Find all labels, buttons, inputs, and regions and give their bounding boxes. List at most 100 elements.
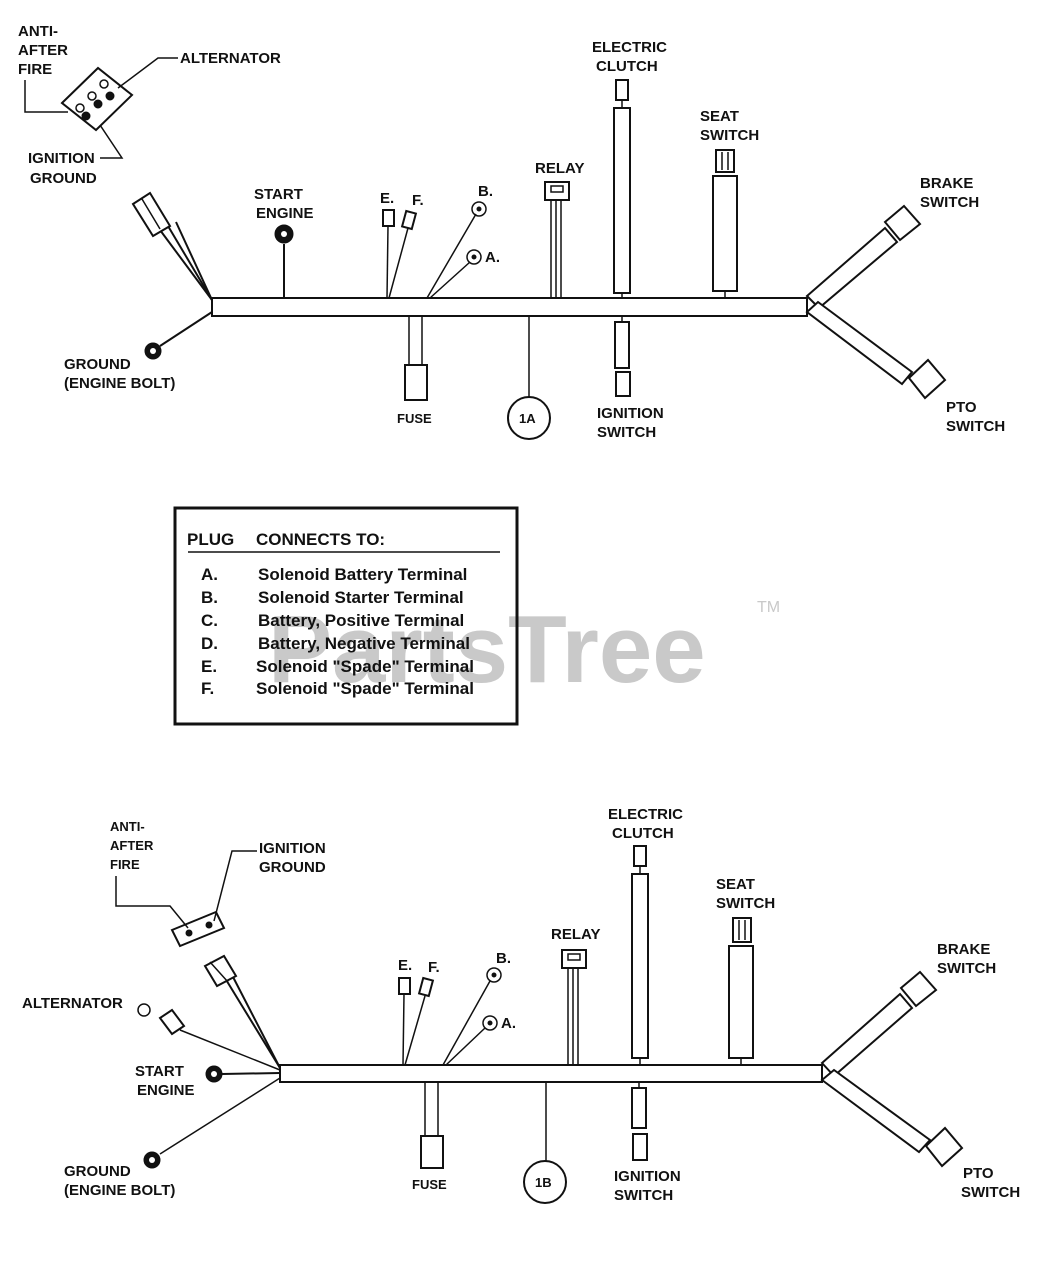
ring-terminals-ab-1b (442, 967, 502, 1066)
label-1a-alternator: ALTERNATOR (180, 50, 281, 67)
table-row-connects: Battery, Positive Terminal (258, 611, 464, 630)
label-1b-clutch: CLUTCH (612, 825, 674, 842)
table-row-connects: Battery, Negative Terminal (258, 634, 470, 653)
label-1b-ground-1: GROUND (64, 1163, 131, 1180)
table-row-plug: B. (201, 588, 218, 607)
relay-connector-1b (561, 949, 587, 1065)
table-row-connects: Solenoid Battery Terminal (258, 565, 467, 584)
label-1b-after: AFTER (110, 838, 154, 853)
label-1a-pto-switch: SWITCH (946, 418, 1005, 435)
brake-switch-connector-1a (805, 204, 922, 310)
table-row-connects: Solenoid Starter Terminal (258, 588, 464, 607)
callout-1b (523, 1082, 567, 1204)
table-row-connects: Solenoid "Spade" Terminal (256, 657, 474, 676)
left-plug-1a (131, 191, 213, 301)
table-header-plug: PLUG (187, 530, 234, 549)
label-1b-brake: BRAKE (937, 941, 990, 958)
label-1a-b: B. (478, 183, 493, 200)
harness-1b-trunk (279, 1064, 823, 1083)
label-1a-e: E. (380, 190, 394, 207)
label-1b-seat-switch: SWITCH (716, 895, 775, 912)
label-1b-ground: GROUND (259, 859, 326, 876)
label-1a-seat-switch: SWITCH (700, 127, 759, 144)
seat-switch-connector-1b (728, 917, 754, 1065)
start-engine-terminal-1a (274, 224, 294, 298)
label-1b-start: START (135, 1063, 184, 1080)
label-1a-relay: RELAY (535, 160, 584, 177)
label-1a-ignition-sw: IGNITION (597, 405, 664, 422)
electric-clutch-connector-1b (631, 845, 649, 1065)
label-1b-f: F. (428, 959, 440, 976)
table-row-plug: C. (201, 611, 218, 630)
table-row-plug: D. (201, 634, 218, 653)
alternator-connector-1b (137, 1003, 281, 1071)
label-1b-seat: SEAT (716, 876, 755, 893)
label-1a-clutch: CLUTCH (596, 58, 658, 75)
harness-1a: ANTI- AFTER FIRE ALTERNATOR IGNITION GRO… (18, 23, 1005, 441)
relay-connector-1a (544, 181, 570, 298)
label-1b-e: E. (398, 957, 412, 974)
seat-switch-connector-1a (712, 149, 738, 298)
label-1b-ignition-switch: SWITCH (614, 1187, 673, 1204)
label-1a-engine: ENGINE (256, 205, 314, 222)
label-1b-engine: ENGINE (137, 1082, 195, 1099)
watermark-tm: TM (757, 599, 780, 616)
table-row-plug: F. (201, 679, 214, 698)
label-1b-ignition-sw: IGNITION (614, 1168, 681, 1185)
label-1a-brake: BRAKE (920, 175, 973, 192)
table-row-plug: A. (201, 565, 218, 584)
label-1b-a: A. (501, 1015, 516, 1032)
table-header-connects: CONNECTS TO: (256, 530, 385, 549)
label-1a-pto: PTO (946, 399, 977, 416)
label-1b-pto: PTO (963, 1165, 994, 1182)
label-1a-fire: FIRE (18, 61, 52, 78)
alternator-connector-1a (24, 57, 178, 159)
callout-1a-label: 1A (519, 411, 536, 426)
label-1a-anti: ANTI- (18, 23, 58, 40)
fuse-holder-1b (420, 1082, 444, 1169)
electric-clutch-connector-1a (613, 79, 631, 298)
label-1a-brake-switch: SWITCH (920, 194, 979, 211)
label-1a-ignition: IGNITION (28, 150, 95, 167)
label-1b-brake-switch: SWITCH (937, 960, 996, 977)
harness-1a-trunk (211, 297, 808, 317)
label-1b-ground-2: (ENGINE BOLT) (64, 1182, 175, 1199)
ring-terminals-ab-1a (426, 201, 487, 299)
label-1a-f: F. (412, 192, 424, 209)
pto-switch-connector-1a (805, 300, 947, 400)
label-1b-b: B. (496, 950, 511, 967)
label-1b-electric: ELECTRIC (608, 806, 683, 823)
label-1a-fuse: FUSE (397, 411, 432, 426)
label-1b-pto-switch: SWITCH (961, 1184, 1020, 1201)
harness-1b: ANTI- AFTER FIRE IGNITION GROUND ALTERNA… (22, 806, 1020, 1204)
label-1a-a: A. (485, 249, 500, 266)
label-1a-electric: ELECTRIC (592, 39, 667, 56)
label-1a-ignition-switch: SWITCH (597, 424, 656, 441)
callout-1b-label: 1B (535, 1175, 552, 1190)
label-1a-ground-1: GROUND (64, 356, 131, 373)
ignition-switch-connector-1a (614, 316, 631, 397)
label-1b-alternator: ALTERNATOR (22, 995, 123, 1012)
start-engine-terminal-1b (205, 1065, 281, 1083)
spade-terminals-ef-1a (382, 209, 418, 299)
label-1b-fire: FIRE (110, 857, 140, 872)
callout-1a (507, 316, 551, 440)
label-1b-fuse: FUSE (412, 1177, 447, 1192)
label-1b-ignition: IGNITION (259, 840, 326, 857)
ground-terminal-1a (144, 311, 213, 360)
ignition-switch-connector-1b (631, 1082, 648, 1161)
ground-terminal-1b (143, 1077, 281, 1169)
anti-after-fire-bracket-1b (115, 850, 257, 948)
pto-switch-connector-1b (820, 1068, 964, 1168)
fuse-holder-1a (404, 316, 428, 401)
label-1a-ground-2: (ENGINE BOLT) (64, 375, 175, 392)
table-row-connects: Solenoid "Spade" Terminal (256, 679, 474, 698)
label-1a-seat: SEAT (700, 108, 739, 125)
brake-switch-connector-1b (820, 970, 938, 1078)
label-1b-relay: RELAY (551, 926, 600, 943)
table-row-plug: E. (201, 657, 217, 676)
label-1a-ground: GROUND (30, 170, 97, 187)
label-1b-anti: ANTI- (110, 819, 145, 834)
spade-terminals-ef-1b (398, 976, 435, 1066)
